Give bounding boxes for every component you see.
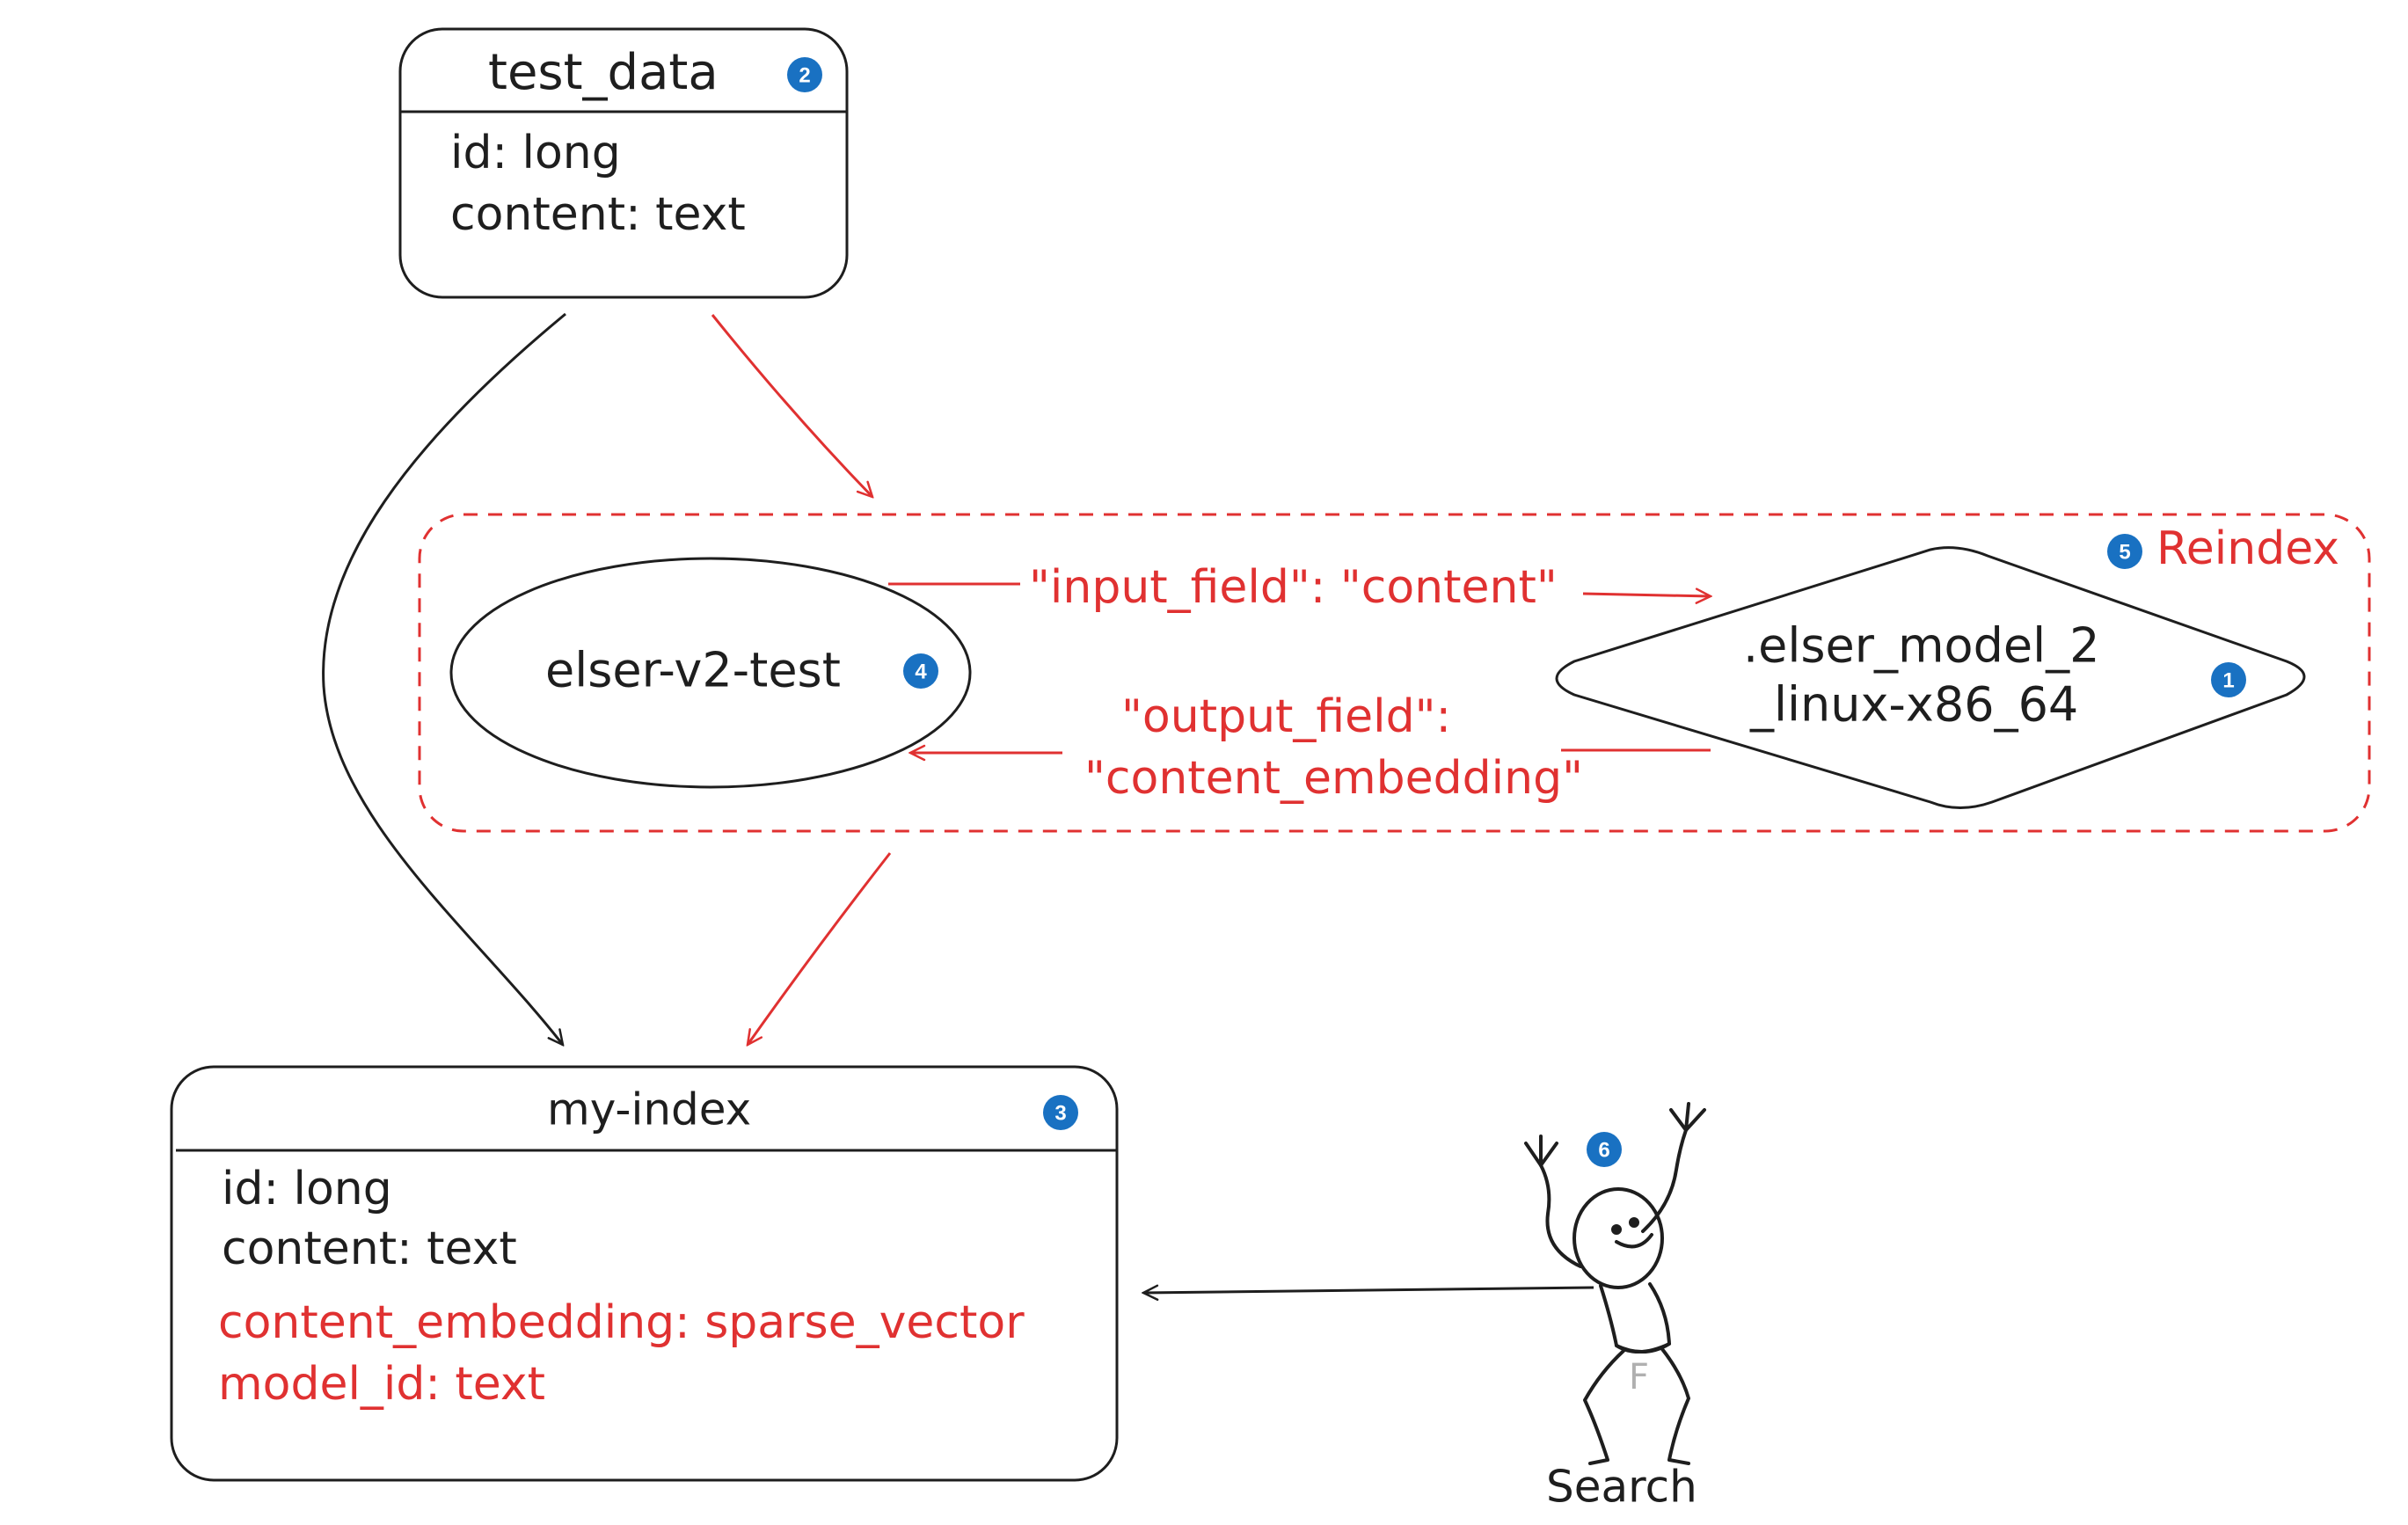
- search-badge: 6: [1587, 1132, 1622, 1167]
- test-data-table: test_data 2 id: long content: text: [398, 27, 849, 299]
- model-diamond: [1555, 546, 2306, 809]
- reindex-label: Reindex: [2156, 522, 2339, 575]
- arrow-test-data-to-my-index: [322, 312, 566, 1045]
- output-field-label-line1: "output_field":: [1121, 690, 1451, 743]
- svg-text:6: 6: [1598, 1139, 1609, 1163]
- svg-text:3: 3: [1054, 1102, 1066, 1126]
- my-index-field-content: content: text: [222, 1222, 517, 1275]
- output-field-label-line2: "content_embedding": [1084, 752, 1583, 805]
- my-index-badge: 3: [1043, 1095, 1078, 1130]
- shirt-letter: F: [1629, 1357, 1649, 1397]
- arrow-search-to-my-index: [1143, 1288, 1594, 1293]
- model-name-line1: .elser_model_2: [1743, 618, 2099, 674]
- test-data-field-content: content: text: [450, 188, 746, 241]
- test-data-badge: 2: [787, 57, 822, 92]
- my-index-field-id: id: long: [222, 1163, 392, 1215]
- my-index-field-model-id: model_id: text: [218, 1358, 545, 1411]
- pipeline-ellipse: [449, 557, 972, 789]
- svg-text:4: 4: [915, 660, 927, 684]
- my-index-box: [170, 1065, 1119, 1482]
- test-data-title: test_data: [488, 44, 719, 101]
- reindex-badge: 5: [2107, 534, 2142, 569]
- model-badge: 1: [2211, 662, 2246, 697]
- arrow-reindex-to-my-index: [748, 852, 892, 1045]
- model-name-line2: _linux-x86_64: [1749, 677, 2078, 733]
- svg-text:2: 2: [799, 64, 810, 88]
- pipeline-name: elser-v2-test: [545, 643, 841, 698]
- input-field-arrow: "input_field": "content": [888, 561, 1711, 614]
- head-shape: [1572, 1187, 1664, 1289]
- svg-text:1: 1: [2222, 669, 2234, 693]
- reindex-dashed-border: [418, 513, 2371, 833]
- output-field-arrow: "output_field": "content_embedding": [910, 690, 1711, 805]
- model-node: .elser_model_2 _linux-x86_64 1: [1555, 546, 2306, 809]
- svg-text:5: 5: [2119, 541, 2130, 565]
- pipeline-node: elser-v2-test 4: [449, 557, 972, 789]
- my-index-table: my-index 3 id: long content: text conten…: [170, 1065, 1119, 1482]
- input-field-label: "input_field": "content": [1029, 561, 1558, 614]
- search-label: Search: [1546, 1462, 1697, 1513]
- test-data-field-id: id: long: [450, 127, 621, 179]
- reindex-group: 5 Reindex: [418, 513, 2371, 833]
- pipeline-badge: 4: [903, 653, 938, 689]
- arrow-test-data-to-reindex: [711, 314, 872, 497]
- my-index-title: my-index: [547, 1084, 751, 1135]
- my-index-field-content-embedding: content_embedding: sparse_vector: [218, 1296, 1025, 1349]
- search-stick-figure: [1524, 1102, 1706, 1465]
- test-data-box: [398, 27, 849, 299]
